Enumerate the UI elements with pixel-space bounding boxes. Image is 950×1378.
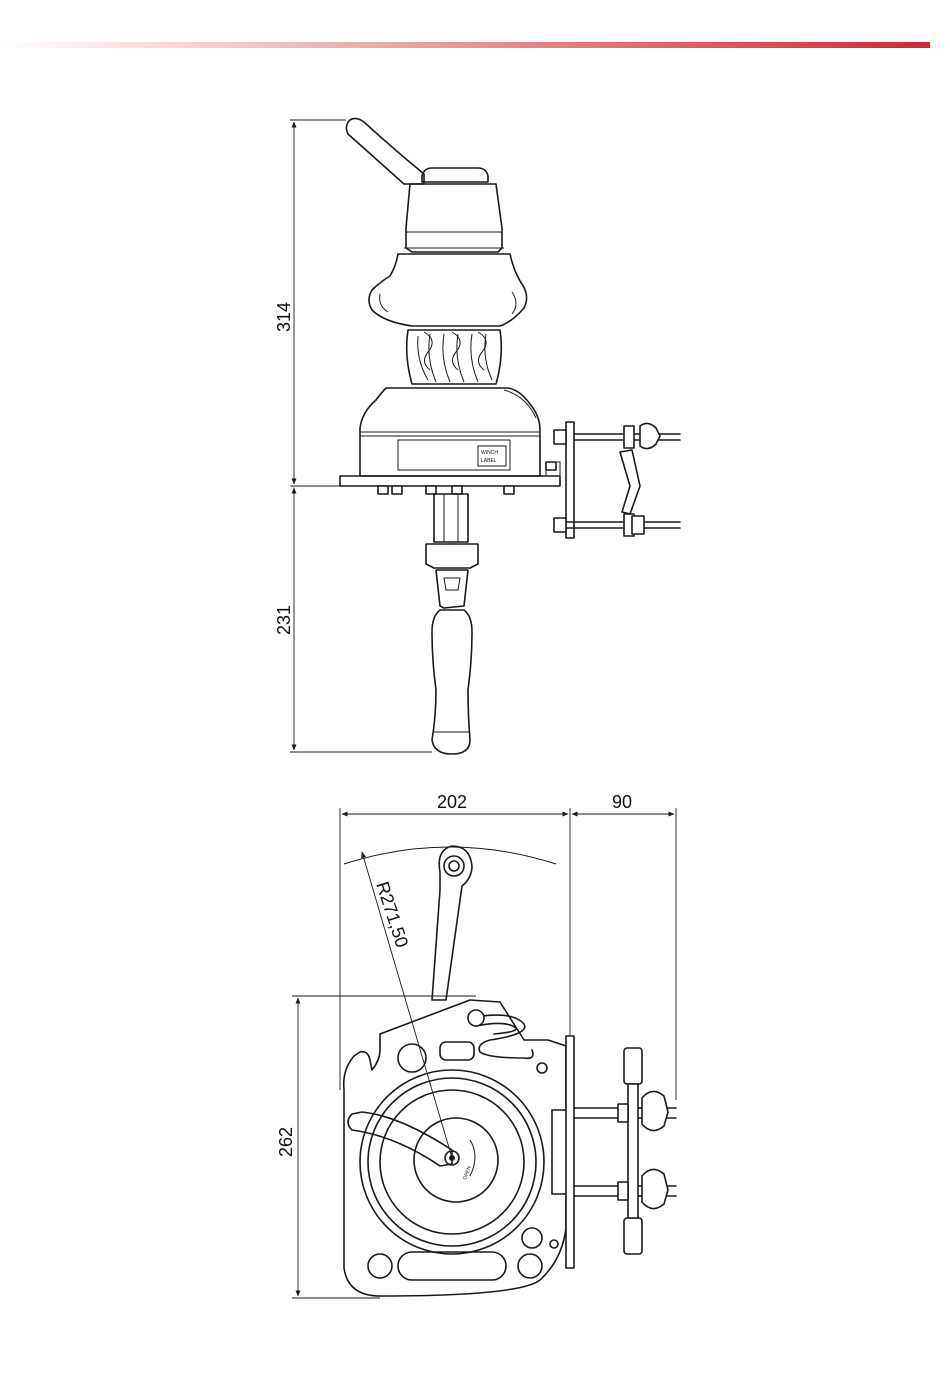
side-clamp xyxy=(546,422,680,538)
upper-drum xyxy=(406,184,502,252)
base-slot xyxy=(398,1252,506,1280)
base-hole-top-left xyxy=(398,1044,426,1072)
handle-collar xyxy=(426,544,478,568)
base-hole-bottom-right xyxy=(518,1254,542,1278)
side-view: WINCH LABEL xyxy=(274,118,680,754)
mounting-plate xyxy=(340,476,560,486)
lower-shaft xyxy=(434,494,468,542)
top-dimensions xyxy=(292,808,676,1298)
top-view: OPEN xyxy=(276,792,676,1298)
base-hole-right xyxy=(522,1228,542,1248)
barrel-grooves xyxy=(418,332,492,382)
handle-swing-arc xyxy=(344,847,556,864)
top-clamp xyxy=(574,1048,676,1254)
crank-pivot-outer xyxy=(444,856,464,876)
base-hole-bottom-left xyxy=(368,1254,392,1278)
base-hole-top-right xyxy=(537,1063,547,1073)
dim-262-label: 262 xyxy=(276,1127,296,1157)
dim-90-label: 90 xyxy=(612,792,632,812)
clamp-plate xyxy=(566,1036,574,1268)
mid-ring xyxy=(369,254,527,326)
crank-pivot-inner xyxy=(449,861,459,871)
dim-radius-label: R271,50 xyxy=(372,879,412,950)
dim-202-label: 202 xyxy=(437,792,467,812)
dim-314-label: 314 xyxy=(274,302,294,332)
base-tab xyxy=(440,1042,474,1060)
svg-text:LABEL: LABEL xyxy=(481,458,497,464)
drum-hub xyxy=(414,1118,498,1202)
grooved-barrel xyxy=(407,330,502,384)
crank-handle-top xyxy=(346,118,424,184)
top-cap xyxy=(422,168,488,182)
handle-socket xyxy=(436,570,468,608)
crank-arm xyxy=(432,846,472,1000)
base-bolt-right xyxy=(550,1240,558,1248)
dim-231-label: 231 xyxy=(274,605,294,635)
svg-text:WINCH: WINCH xyxy=(481,450,498,456)
plate-bolts xyxy=(378,486,514,494)
